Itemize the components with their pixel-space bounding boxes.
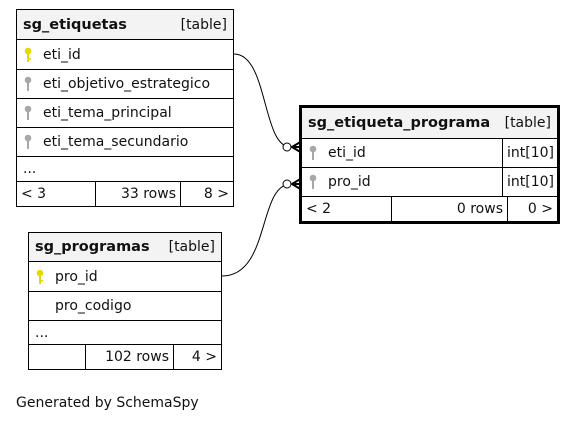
table-kind: [table]	[180, 16, 227, 33]
table-footer: 102 rows 4 >	[29, 345, 221, 369]
table-kind: [table]	[168, 239, 215, 255]
column-name: pro_id	[328, 174, 371, 190]
more-columns-ellipsis: ...	[35, 324, 49, 341]
column-name: eti_id	[43, 46, 81, 63]
column-name: pro_id	[55, 268, 98, 285]
primary-key-icon	[23, 47, 43, 63]
parents-count[interactable]: < 2	[306, 201, 332, 217]
row-count: 0 rows	[391, 197, 507, 221]
index-key-icon	[308, 174, 328, 190]
column-name: eti_tema_principal	[43, 105, 172, 121]
generated-by-caption: Generated by SchemaSpy	[16, 395, 199, 411]
column-row[interactable]: pro_id int[10]	[302, 168, 557, 197]
index-key-icon	[308, 145, 328, 161]
table-header[interactable]: sg_etiquetas [table]	[17, 10, 233, 40]
column-row[interactable]: pro_id	[29, 262, 221, 292]
fk-line-pro-id	[221, 183, 302, 277]
table-footer: < 2 0 rows 0 >	[302, 197, 557, 221]
primary-key-icon	[35, 269, 55, 285]
column-row[interactable]: eti_tema_secundario	[17, 128, 233, 157]
column-row[interactable]: eti_tema_principal	[17, 99, 233, 128]
column-type: int[10]	[502, 139, 557, 167]
more-columns-row: ...	[29, 321, 221, 345]
table-name: sg_etiqueta_programa	[308, 115, 491, 131]
column-name: eti_objetivo_estrategico	[43, 76, 211, 92]
index-key-icon	[23, 134, 43, 150]
children-count[interactable]: 4 >	[173, 345, 221, 369]
column-name: eti_tema_secundario	[43, 134, 189, 150]
table-kind: [table]	[504, 115, 551, 131]
table-footer: < 3 33 rows 8 >	[17, 182, 233, 206]
index-key-icon	[23, 76, 43, 92]
more-columns-row: ...	[17, 157, 233, 182]
table-name: sg_etiquetas	[23, 16, 127, 33]
children-count[interactable]: 0 >	[507, 197, 557, 221]
column-name: pro_codigo	[55, 298, 132, 314]
parents-count[interactable]	[29, 345, 85, 369]
column-row[interactable]: eti_id int[10]	[302, 139, 557, 168]
column-row[interactable]: pro_codigo	[29, 292, 221, 321]
column-row[interactable]: eti_objetivo_estrategico	[17, 70, 233, 99]
column-name: eti_id	[328, 145, 366, 161]
table-name: sg_programas	[35, 239, 150, 255]
row-count: 102 rows	[85, 345, 173, 369]
row-count: 33 rows	[95, 182, 180, 206]
table-header[interactable]: sg_programas [table]	[29, 233, 221, 262]
fk-optional-marker-eti	[282, 142, 292, 152]
table-sg-programas[interactable]: sg_programas [table] pro_id pro_codigo .…	[28, 232, 222, 370]
table-header[interactable]: sg_etiqueta_programa [table]	[302, 108, 557, 139]
table-sg-etiqueta-programa[interactable]: sg_etiqueta_programa [table] eti_id int[…	[299, 105, 560, 224]
column-row[interactable]: eti_id	[17, 40, 233, 70]
fk-line-eti-id	[233, 53, 302, 148]
parents-count[interactable]: < 3	[21, 186, 47, 202]
children-count[interactable]: 8 >	[180, 182, 233, 206]
column-type: int[10]	[502, 168, 557, 196]
index-key-icon	[23, 105, 43, 121]
table-sg-etiquetas[interactable]: sg_etiquetas [table] eti_id eti_objetivo…	[16, 9, 234, 207]
more-columns-ellipsis: ...	[23, 161, 37, 177]
fk-optional-marker-pro	[282, 179, 292, 189]
